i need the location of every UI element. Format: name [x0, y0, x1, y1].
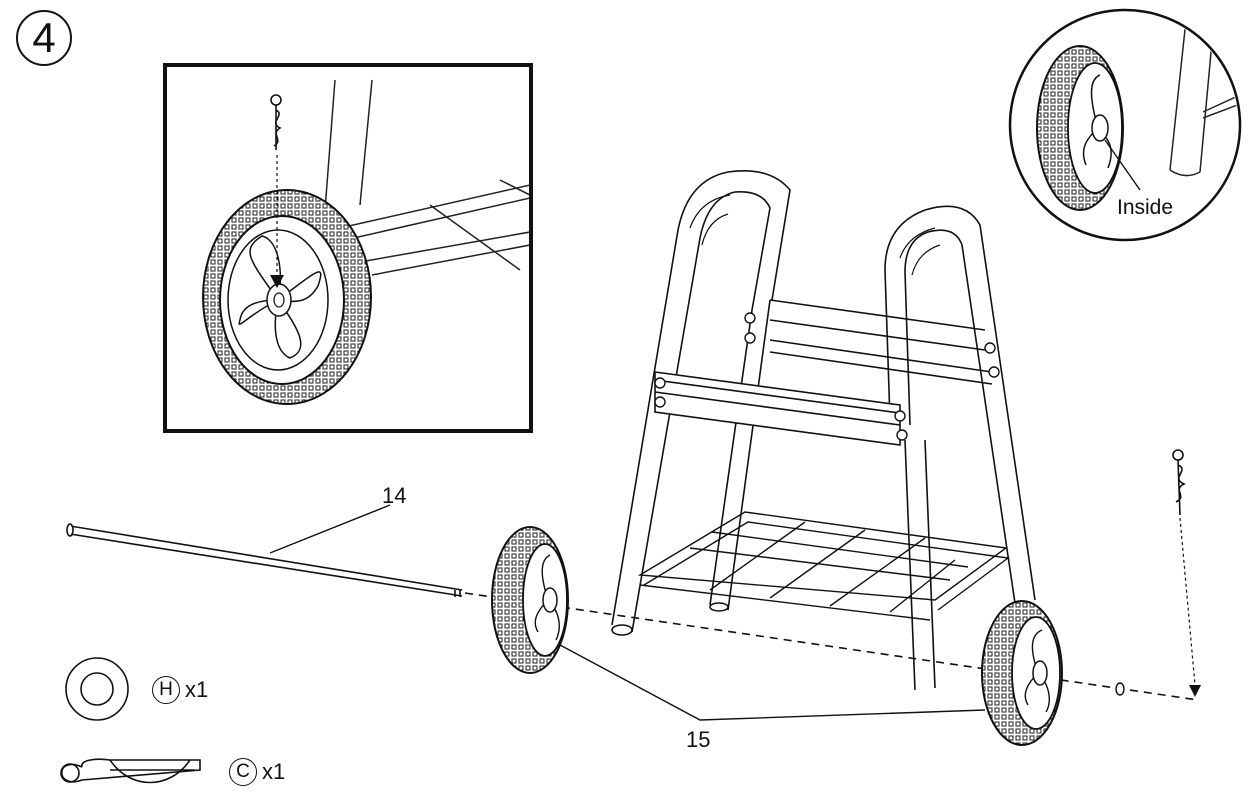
right-wheel [981, 600, 1063, 746]
hardware-letter-c: C [229, 758, 257, 786]
hardware-quantity-h: x1 [185, 677, 209, 702]
step-number: 4 [32, 14, 56, 61]
step-number-badge: 4 [16, 10, 72, 66]
inside-detail-circle [1008, 8, 1242, 242]
hitch-pin-clip [1172, 449, 1201, 697]
washer-on-axle [1115, 682, 1125, 696]
inside-note: Inside [1117, 196, 1174, 219]
washer-icon [65, 657, 129, 721]
axle-rod [66, 523, 463, 597]
hardware-quantity-c: x1 [262, 759, 286, 784]
detail-inset-box [163, 63, 533, 433]
left-wheel [491, 526, 569, 674]
inset-hitch-pin [270, 94, 282, 150]
wheel-part-number: 15 [686, 727, 711, 752]
axle-part-number: 14 [382, 483, 407, 508]
inset-wheel [202, 189, 372, 405]
hardware-letter-h: H [152, 676, 180, 704]
hitch-pin-clip-icon [60, 758, 201, 784]
cart-frame [611, 170, 1036, 691]
assembly-path-line [464, 592, 1199, 701]
bottom-wire-rack [637, 511, 1010, 621]
